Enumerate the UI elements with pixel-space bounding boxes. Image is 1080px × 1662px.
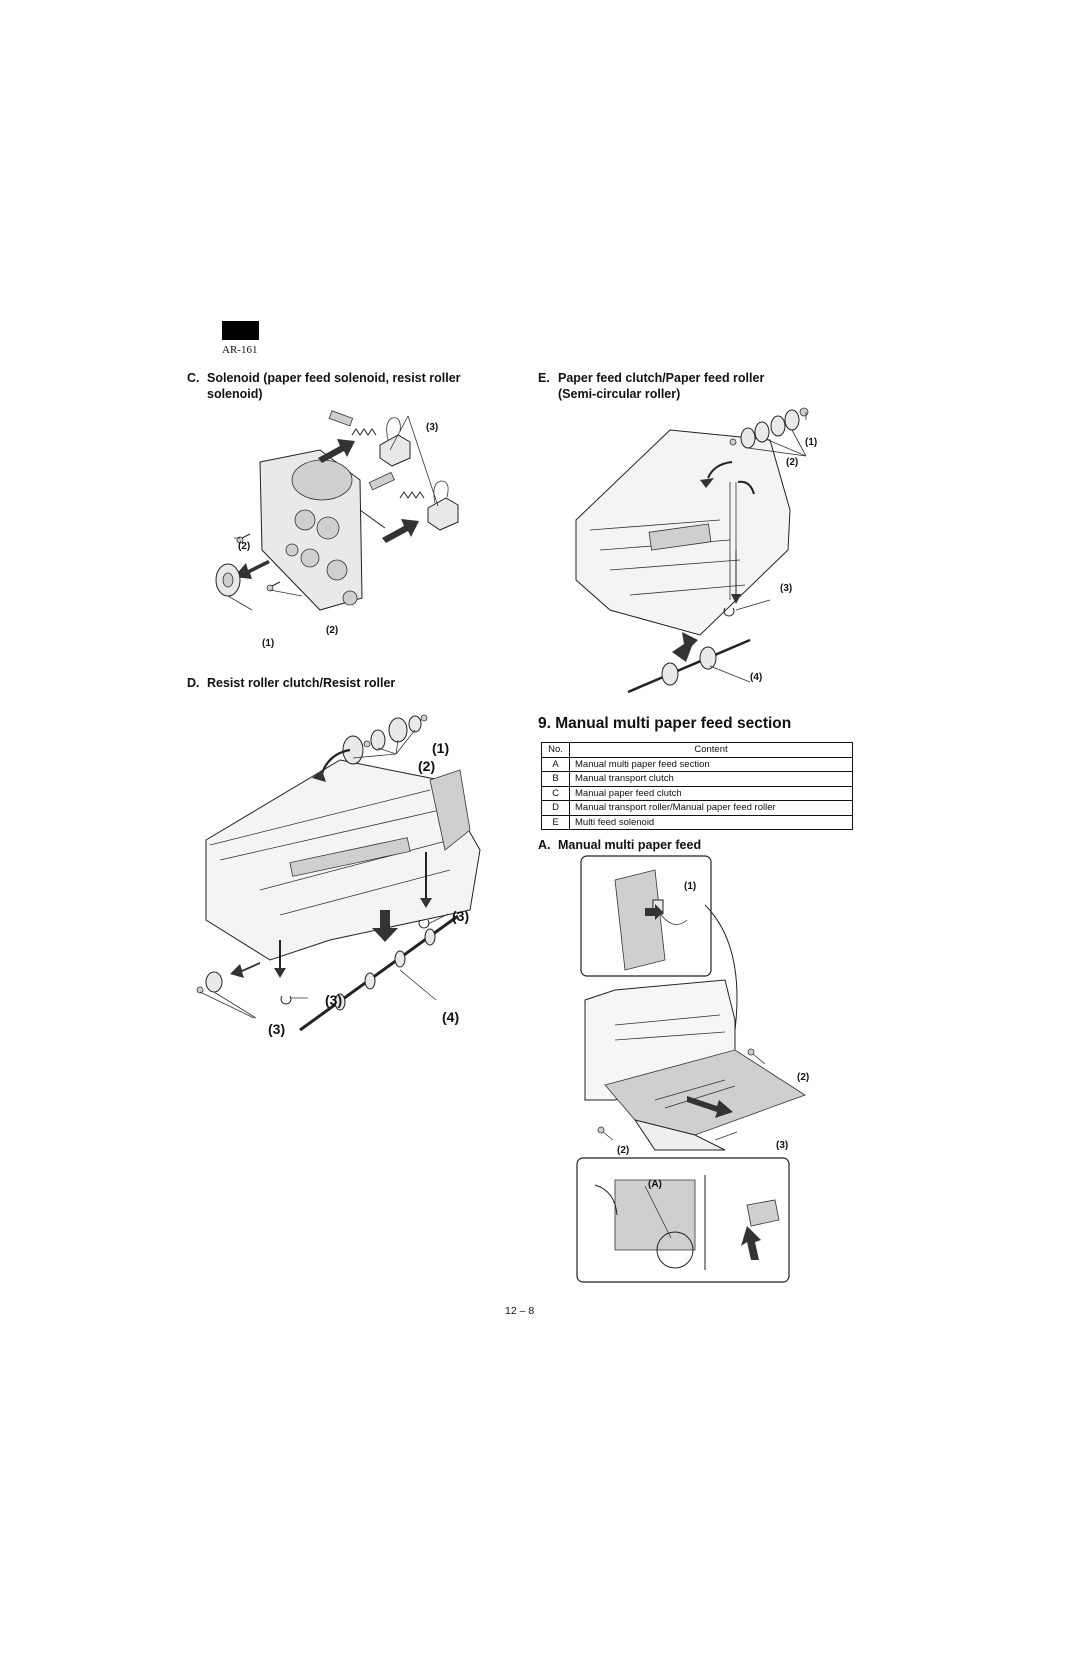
section-d-title: Resist roller clutch/Resist roller (207, 676, 396, 690)
fig-d-callout-3b: (3) (325, 992, 343, 1008)
page-number: 12 – 8 (505, 1305, 535, 1317)
model-label: AR-161 (222, 344, 258, 356)
fig-a-callout-1: (1) (684, 881, 697, 892)
section-c-heading: C. Solenoid (paper feed solenoid, resist … (187, 370, 477, 402)
table-cell-no: A (541, 756, 570, 772)
fig-c-callout-2b: (2) (326, 625, 339, 636)
section-c-letter: C. (187, 371, 200, 385)
section-c-title: Solenoid (paper feed solenoid, resist ro… (207, 371, 461, 401)
fig-a-callout-3: (3) (776, 1140, 789, 1151)
fig-d-callout-1: (1) (432, 740, 450, 756)
section-9-heading: 9. Manual multi paper feed section (538, 715, 792, 732)
section-d-heading: D. Resist roller clutch/Resist roller (187, 675, 395, 691)
header-black-tab (222, 321, 259, 340)
section-d-letter: D. (187, 676, 200, 690)
fig-d-callout-3c: (3) (268, 1021, 286, 1037)
table-cell-no: C (541, 785, 570, 801)
table-cell-content: Manual transport roller/Manual paper fee… (569, 800, 853, 816)
table-cell-content: Manual paper feed clutch (569, 785, 853, 801)
figure-c-solenoid-illustration (215, 410, 459, 611)
table-header-no: No. (541, 742, 570, 758)
fig-e-callout-2: (2) (786, 457, 799, 468)
fig-e-callout-4: (4) (750, 672, 763, 683)
section-e-heading: E. Paper feed clutch/Paper feed roller (S… (538, 370, 828, 402)
table-header-row: No. Content (541, 742, 853, 758)
section-a-heading: A. Manual multi paper feed (538, 837, 701, 853)
table-cell-content: Manual multi paper feed section (569, 756, 853, 772)
figure-a-manual-feed-illustration (576, 855, 806, 1283)
figure-d-resist-roller-illustration (196, 714, 481, 1032)
fig-c-callout-2a: (2) (238, 541, 251, 552)
fig-e-callout-3: (3) (780, 583, 793, 594)
table-cell-content: Manual transport clutch (569, 771, 853, 787)
fig-e-callout-1: (1) (805, 437, 818, 448)
fig-a-callout-2a: (2) (797, 1072, 810, 1083)
section-a-letter: A. (538, 838, 551, 852)
section-a-title: Manual multi paper feed (558, 838, 702, 852)
fig-a-callout-A: (A) (648, 1179, 662, 1190)
fig-d-callout-3a: (3) (452, 908, 470, 924)
table-cell-content: Multi feed solenoid (569, 814, 853, 830)
table-cell-no: E (541, 814, 570, 830)
fig-c-callout-1: (1) (262, 638, 275, 649)
fig-d-callout-4: (4) (442, 1009, 460, 1025)
table-cell-no: D (541, 800, 570, 816)
fig-c-callout-3: (3) (426, 422, 439, 433)
fig-d-callout-2: (2) (418, 758, 436, 774)
table-cell-no: B (541, 771, 570, 787)
section-e-letter: E. (538, 371, 550, 385)
section-e-title: Paper feed clutch/Paper feed roller (Sem… (558, 371, 765, 401)
fig-a-callout-2b: (2) (617, 1145, 630, 1156)
table-header-content: Content (569, 742, 853, 758)
figure-e-paper-feed-clutch-illustration (575, 407, 809, 694)
